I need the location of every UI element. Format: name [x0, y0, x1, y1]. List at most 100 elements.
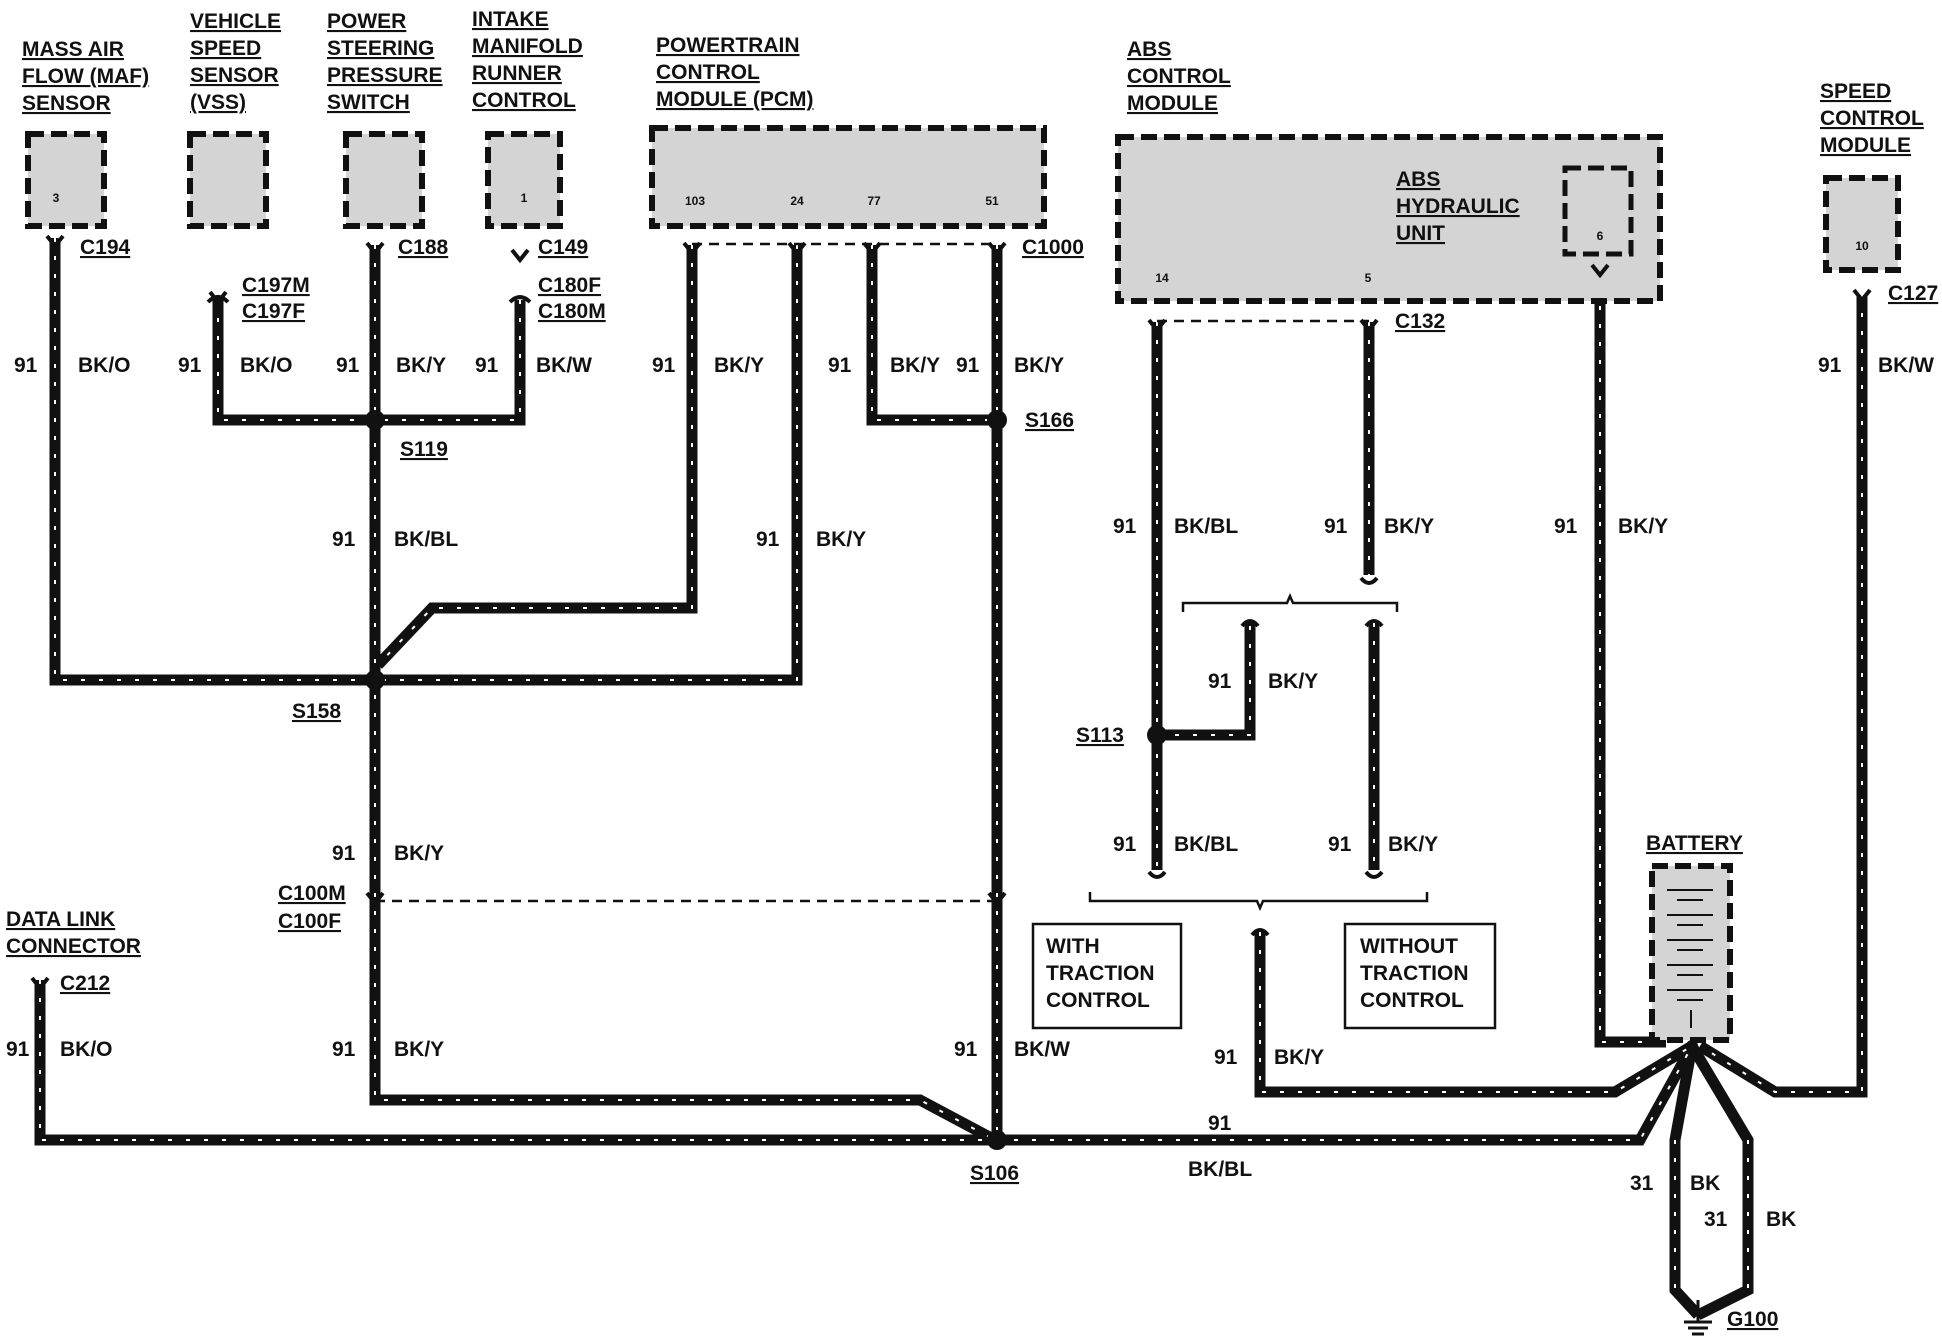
pcm-pin-103: 103 — [685, 194, 705, 208]
without-tc-label: CONTROL — [1360, 989, 1464, 1012]
wire-color: BK/W — [1014, 1038, 1070, 1061]
wire-color: BK/Y — [714, 354, 764, 377]
wire-color: BK — [1690, 1172, 1720, 1195]
circuit-number: 91 — [1214, 1046, 1238, 1069]
circuit-number: 91 — [1324, 515, 1348, 538]
option-labels: WITH TRACTION CONTROL WITHOUT TRACTION C… — [1046, 935, 1469, 1012]
wire-color: BK/Y — [394, 842, 444, 865]
dlc-title: CONNECTOR — [6, 935, 141, 958]
abs-title: MODULE — [1127, 92, 1218, 115]
connector-labels: C194 C197M C197F C188 C149 C180F C180M C… — [60, 236, 1938, 1331]
imrc-title: MANIFOLD — [472, 35, 583, 58]
abs-pin-5: 5 — [1365, 271, 1372, 285]
circuit-number: 91 — [652, 354, 676, 377]
imrc-pin: 1 — [521, 191, 528, 205]
connector-c132: C132 — [1395, 310, 1445, 333]
wire-color: BK/BL — [394, 528, 458, 551]
wire-color: BK/Y — [816, 528, 866, 551]
connector-c180f: C180F — [538, 274, 601, 297]
ps-switch-box — [343, 131, 425, 229]
pcm-pin-77: 77 — [867, 194, 881, 208]
wire-color: BK — [1766, 1208, 1796, 1231]
pcm-pin-51: 51 — [985, 194, 999, 208]
splice-s166 — [987, 410, 1007, 430]
battery-title: BATTERY — [1646, 832, 1743, 855]
with-tc-box — [1031, 922, 1183, 1030]
circuit-number: 91 — [956, 354, 980, 377]
vss-title: VEHICLE — [190, 10, 281, 33]
abs-module-box — [1115, 134, 1663, 304]
connector-c100m: C100M — [278, 882, 346, 905]
circuit-number: 91 — [1208, 1112, 1232, 1135]
wire-color: BK/W — [1878, 354, 1934, 377]
without-tc-box — [1343, 922, 1497, 1030]
ps-title: SWITCH — [327, 91, 410, 114]
connector-c197f: C197F — [242, 300, 305, 323]
splice-label-s106: S106 — [970, 1162, 1019, 1185]
pcm-title: MODULE (PCM) — [656, 88, 813, 111]
wire-color: BK/BL — [1174, 833, 1238, 856]
circuit-number: 91 — [332, 528, 356, 551]
with-tc-label: TRACTION — [1046, 962, 1155, 985]
wire-s113-branch — [1157, 623, 1256, 741]
brace-top — [1181, 592, 1399, 612]
circuit-number: 91 — [178, 354, 202, 377]
pcm-title: CONTROL — [656, 61, 760, 84]
ps-title: POWER — [327, 10, 406, 33]
wire-stripes — [39, 238, 1863, 1290]
wire-hcu-6 — [1594, 270, 1666, 1048]
circuit-number: 91 — [1113, 515, 1137, 538]
circuit-number: 91 — [1208, 670, 1232, 693]
circuit-number: 31 — [1630, 1172, 1654, 1195]
without-tc-label: TRACTION — [1360, 962, 1469, 985]
wire-color: BK/O — [240, 354, 293, 377]
hcu-title: HYDRAULIC — [1396, 195, 1520, 218]
scm-pin-10: 10 — [1855, 239, 1869, 253]
splice-label-s119: S119 — [400, 438, 448, 461]
scm-title: MODULE — [1820, 134, 1911, 157]
circuit-number: 91 — [756, 528, 780, 551]
wire-color: BK/Y — [1384, 515, 1434, 538]
maf-sensor-box — [25, 131, 107, 229]
connector-c1000: C1000 — [1022, 236, 1084, 259]
wire-color: BK/Y — [394, 1038, 444, 1061]
brace-bottom — [1088, 892, 1429, 912]
circuit-number: 91 — [14, 354, 38, 377]
wire-pcm-77 — [866, 245, 997, 426]
maf-pin: 3 — [53, 191, 60, 205]
speed-control-module-box — [1823, 175, 1901, 273]
connector-c188: C188 — [398, 236, 449, 259]
vss-title: SPEED — [190, 37, 261, 60]
abs-pin-14: 14 — [1155, 271, 1169, 285]
battery — [1649, 863, 1733, 1052]
splice-s158 — [365, 670, 385, 690]
wire-dlc — [34, 980, 1697, 1146]
ground-g100: G100 — [1727, 1308, 1778, 1331]
imrc-box — [485, 131, 563, 229]
without-tc-label: WITHOUT — [1360, 935, 1458, 958]
pcm-pin-24: 24 — [790, 194, 804, 208]
wire-color: BK/O — [60, 1038, 113, 1061]
circuit-number: 91 — [332, 1038, 356, 1061]
wire-color: BK/Y — [890, 354, 940, 377]
imrc-title: RUNNER — [472, 62, 562, 85]
wire-color: BK/Y — [1268, 670, 1318, 693]
circuit-number: 91 — [336, 354, 360, 377]
connector-lines — [375, 242, 1369, 903]
wire-color: BK/Y — [396, 354, 446, 377]
battery-cells — [1667, 889, 1713, 1028]
dlc-title: DATA LINK — [6, 908, 115, 931]
splice-labels: S119 S158 S166 S113 S106 — [292, 409, 1124, 1185]
circuit-number: 91 — [1328, 833, 1352, 856]
imrc-title: INTAKE — [472, 8, 549, 31]
splice-s119 — [365, 410, 385, 430]
option-braces — [1088, 592, 1429, 912]
wire-color: BK/Y — [1274, 1046, 1324, 1069]
ground-symbol-icon — [1684, 1300, 1712, 1336]
circuit-number: 91 — [332, 842, 356, 865]
maf-title: MASS AIR — [22, 38, 124, 61]
wire-power-steering — [369, 245, 998, 1145]
hcu-title: ABS — [1396, 168, 1440, 191]
battery-terminal-dot — [1686, 1040, 1698, 1052]
